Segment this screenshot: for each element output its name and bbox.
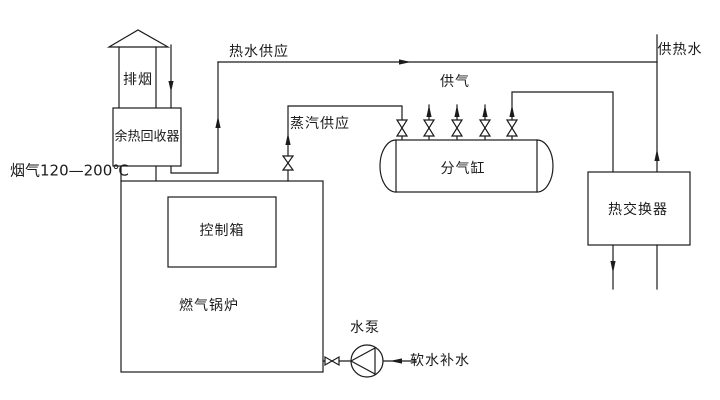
gas-manifold-left-cap bbox=[379, 139, 397, 193]
hot-water-flow-arrow-icon bbox=[399, 59, 411, 65]
outlet-5-arrow-icon bbox=[509, 105, 515, 117]
makeup-valve-icon bbox=[324, 355, 340, 367]
outlet-3-arrow-icon bbox=[454, 105, 460, 117]
outlet-2-arrow-icon bbox=[426, 105, 432, 117]
flue-downflow-arrow-icon bbox=[168, 81, 174, 92]
heat-exchanger-box bbox=[587, 171, 691, 246]
hot-water-supply-label: 热水供应 bbox=[229, 44, 289, 60]
manifold-valve-2-icon bbox=[422, 119, 436, 137]
waste-heat-recovery-box bbox=[112, 107, 182, 167]
gas-boiler-label: 燃气锅炉 bbox=[179, 298, 239, 314]
gas-manifold-label: 分气缸 bbox=[440, 161, 486, 177]
steam-upflow-arrow-icon bbox=[285, 133, 291, 145]
makeup-flow-arrow-icon bbox=[390, 358, 402, 364]
water-pump-icon bbox=[350, 344, 384, 378]
waste-heat-recovery-label: 余热回收器 bbox=[114, 129, 180, 145]
drain-down-arrow-icon bbox=[610, 261, 616, 273]
flue-gas-temp-label: 烟气120—200℃ bbox=[10, 161, 130, 180]
chimney-cap-icon bbox=[106, 29, 171, 48]
gas-manifold-body bbox=[395, 139, 538, 193]
heating-water-label: 供热水 bbox=[657, 42, 703, 58]
manifold-valve-3-icon bbox=[450, 119, 464, 137]
water-pump-impeller bbox=[349, 346, 376, 376]
soft-water-makeup-label: 软水补水 bbox=[410, 353, 470, 369]
steam-valve-icon bbox=[281, 155, 295, 171]
steam-supply-label: 蒸汽供应 bbox=[290, 116, 350, 132]
manifold-valve-1-icon bbox=[395, 119, 409, 137]
outlet-4-arrow-icon bbox=[482, 105, 488, 117]
heat-exchanger-label: 热交换器 bbox=[608, 202, 668, 218]
heating-water-arrow-icon bbox=[654, 149, 660, 161]
gas-supply-label: 供气 bbox=[440, 74, 470, 90]
manifold-valve-5-icon bbox=[505, 119, 519, 137]
manifold-valve-4-icon bbox=[478, 119, 492, 137]
gas-manifold-right-cap bbox=[536, 139, 554, 193]
flue-exhaust-label: 排烟 bbox=[123, 72, 153, 88]
control-box-label: 控制箱 bbox=[199, 223, 245, 239]
recovery-upflow-arrow-icon bbox=[215, 116, 221, 128]
water-pump-label: 水泵 bbox=[350, 320, 380, 336]
control-box-box bbox=[167, 196, 277, 268]
